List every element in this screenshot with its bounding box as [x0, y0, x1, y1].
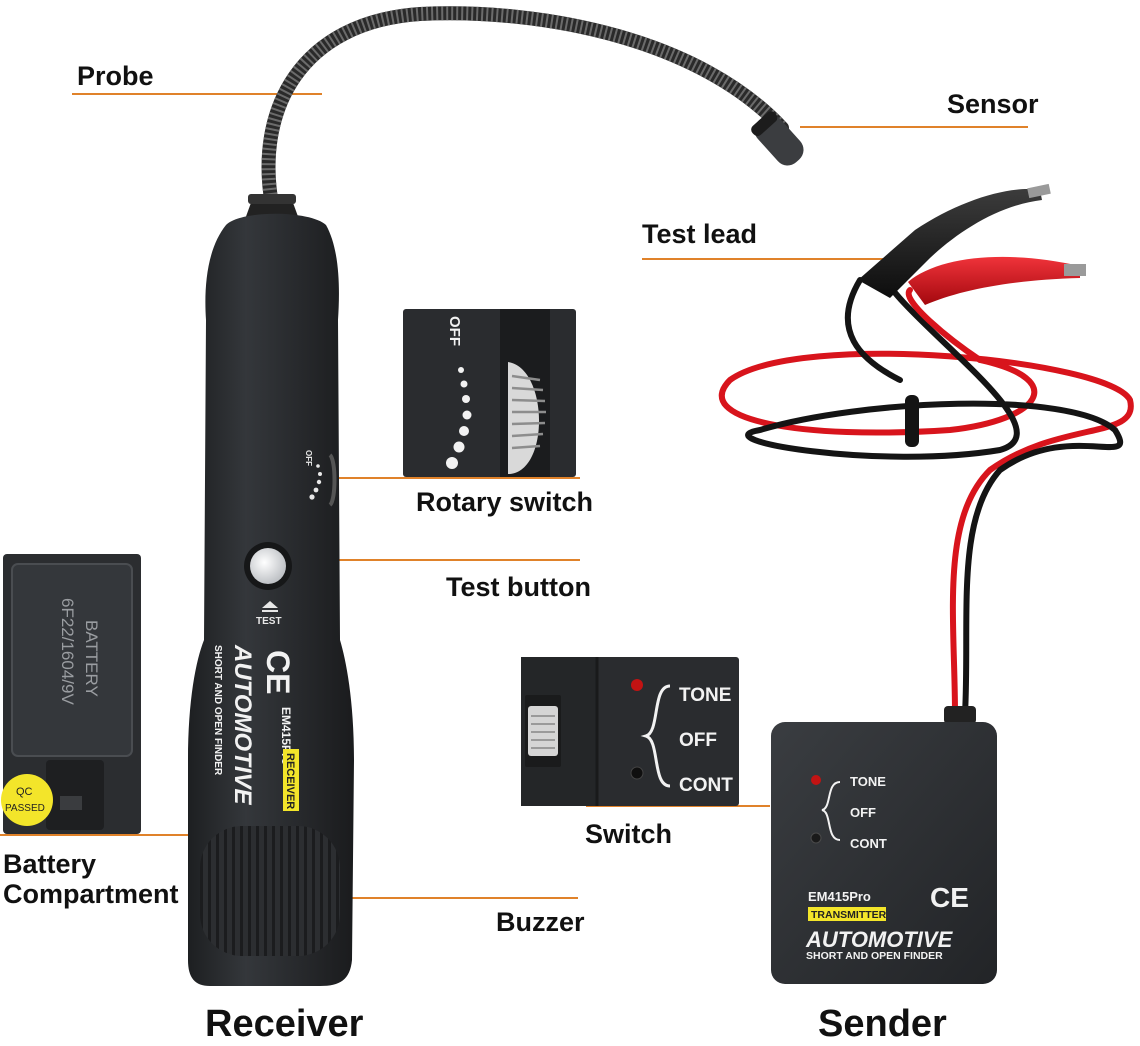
buzzer-label: Buzzer: [496, 907, 585, 937]
sender-cable-strain: [944, 706, 976, 724]
battery-label-text: BATTERY 6F22/1604/9V: [58, 598, 101, 705]
rotary-switch-label: Rotary switch: [416, 487, 594, 517]
sender-brand: AUTOMOTIVE: [805, 927, 954, 952]
sender-cont: CONT: [850, 836, 887, 851]
receiver-tag: RECEIVER: [284, 753, 296, 809]
switch-inset-tone: TONE: [679, 685, 731, 706]
sender-model: EM415Pro: [808, 889, 871, 904]
battery-text-line1: BATTERY: [82, 620, 101, 697]
test-lead-label: Test lead: [642, 219, 758, 249]
receiver-brand: AUTOMOTIVE: [229, 644, 256, 806]
sensor-label: Sensor: [947, 89, 1039, 119]
sensor-tip: [751, 111, 804, 166]
switch-inset-cont: CONT: [679, 775, 733, 796]
battery-text-line2: 6F22/1604/9V: [58, 598, 77, 705]
switch-inset-off: OFF: [679, 730, 717, 751]
black-alligator-clip: [858, 183, 1051, 298]
qc-sticker-line1: QC: [16, 786, 33, 798]
receiver-ce-mark: CE: [260, 650, 296, 694]
battery-label-line1: Battery: [3, 849, 97, 879]
receiver-brand-subtitle: SHORT AND OPEN FINDER: [212, 645, 223, 776]
gooseneck-probe: [261, 6, 789, 212]
receiver-level-dots: [309, 464, 322, 500]
test-button[interactable]: [244, 542, 292, 590]
rotary-inset-off-mark: OFF: [446, 316, 463, 346]
battery-compartment-inset: [3, 554, 141, 834]
test-lead-wires: [718, 267, 1134, 717]
red-alligator-clip: [908, 256, 1086, 305]
qc-sticker-line2: PASSED: [5, 803, 45, 814]
receiver-printed-text: CE AUTOMOTIVE SHORT AND OPEN FINDER EM41…: [212, 644, 299, 811]
sender-title: Sender: [818, 1003, 947, 1045]
sender-tag: TRANSMITTER: [811, 909, 887, 921]
rotary-switch-inset: [403, 309, 576, 477]
battery-label-line2: Compartment: [3, 878, 179, 909]
receiver-off-mark: OFF: [304, 450, 313, 466]
test-button-label: Test button: [446, 572, 591, 602]
switch-inset: [521, 657, 739, 806]
test-arrow-icon: [262, 601, 278, 612]
receiver-test-mark: TEST: [256, 616, 282, 627]
sender-tone: TONE: [850, 774, 886, 789]
switch-label: Switch: [585, 819, 673, 849]
receiver-device: [188, 213, 354, 986]
receiver-tag-bg: [283, 749, 299, 811]
qc-passed-sticker: QC PASSED: [1, 774, 53, 826]
sender-tag-bg: [808, 907, 886, 921]
battery-compartment-label: Battery Compartment: [3, 849, 179, 909]
receiver-title: Receiver: [205, 1003, 364, 1045]
sender-off: OFF: [850, 805, 876, 820]
sender-brand-subtitle: SHORT AND OPEN FINDER: [806, 950, 943, 962]
buzzer-grill: [200, 826, 340, 956]
probe-label: Probe: [77, 61, 154, 91]
sender-ce-mark: CE: [930, 882, 969, 913]
